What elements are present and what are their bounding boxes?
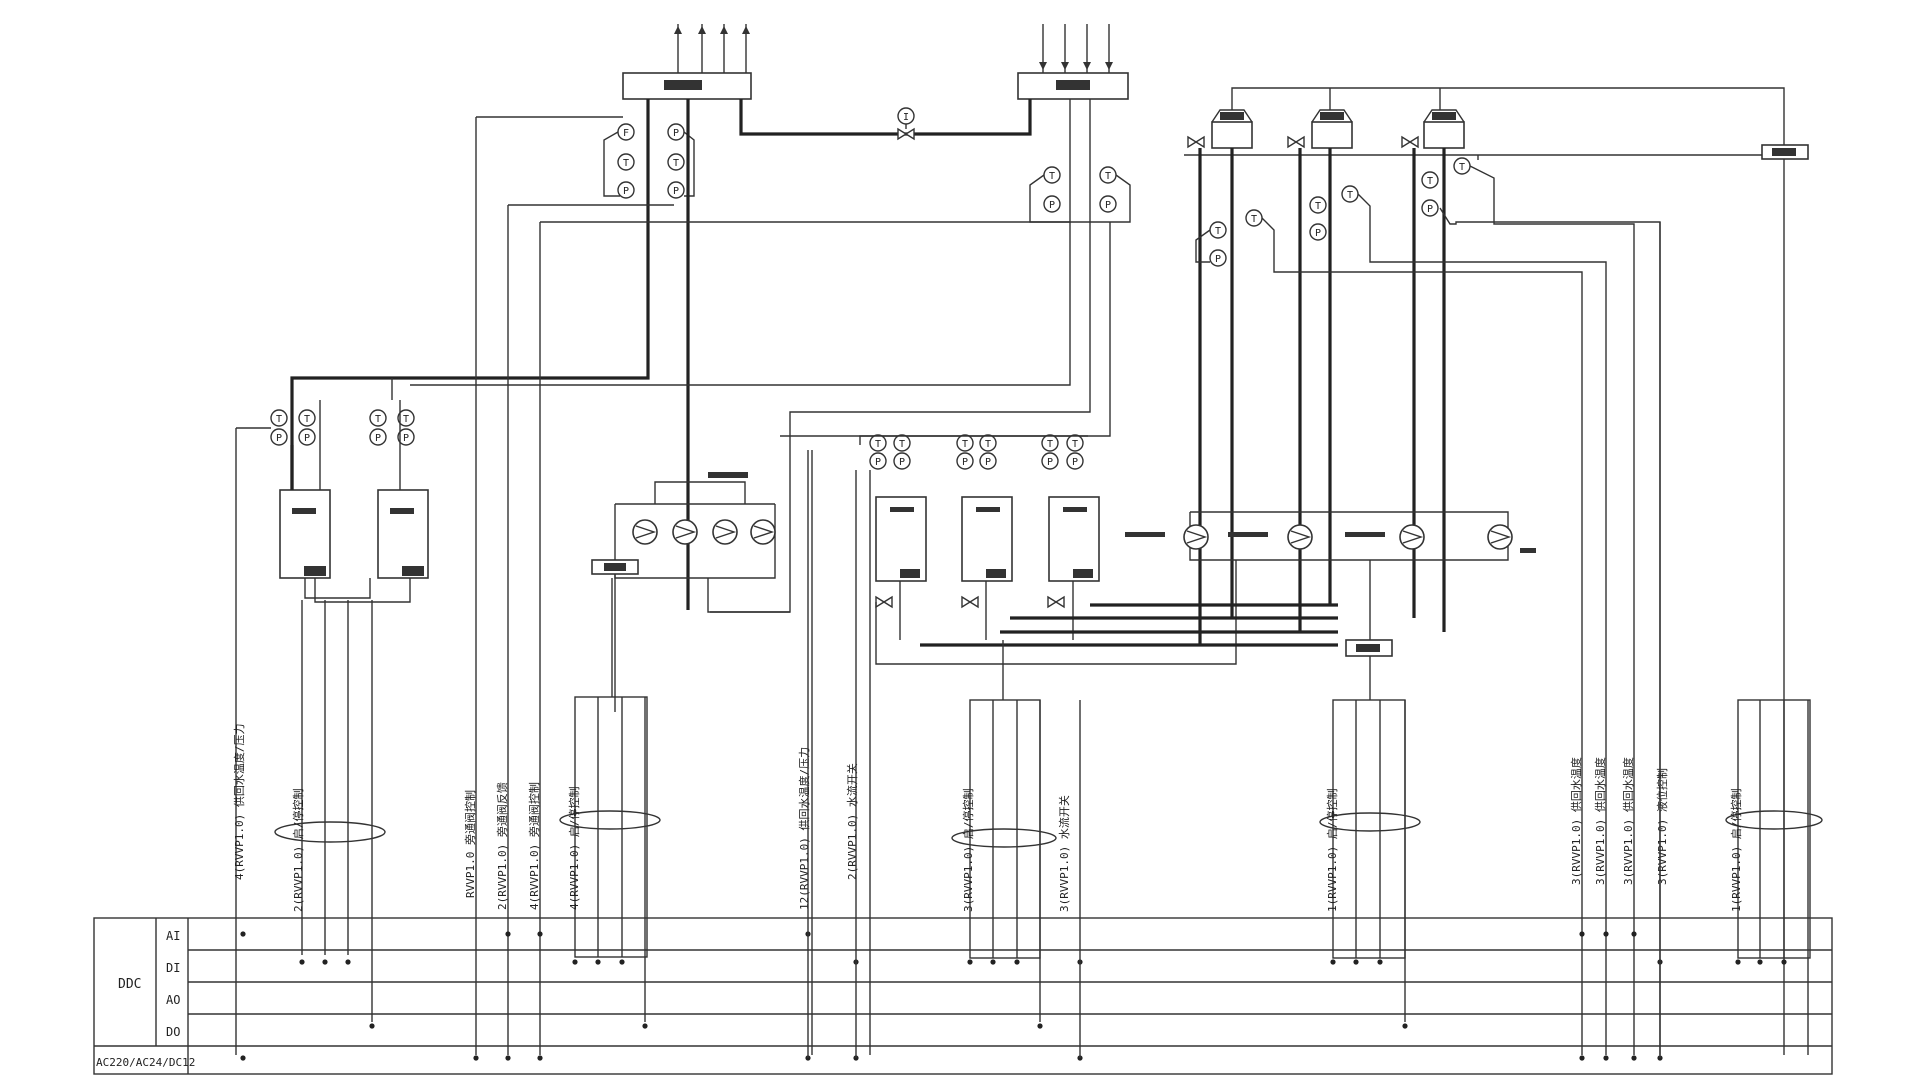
ddc-row-ao: AO <box>166 993 180 1007</box>
svg-text:T: T <box>1347 190 1353 201</box>
cable-label: 3(RVVP1.0) 液位控制 <box>1655 768 1669 885</box>
bundle-primary-pumps <box>559 696 661 1022</box>
cable-label: 4(RVVP1.0) 旁通阀控制 <box>527 782 541 910</box>
svg-text:I: I <box>903 112 909 123</box>
svg-text:T: T <box>1215 226 1221 237</box>
svg-text:T: T <box>673 158 679 169</box>
cable-label: 4(RVVP1.0) 供回水温度/压力 <box>232 724 246 880</box>
cooling-tower-group: T T P T T P T T P <box>1184 87 1809 1055</box>
cable-label: 3(RVVP1.0) 启/停控制 <box>961 789 975 912</box>
svg-text:P: P <box>985 457 991 468</box>
cable-label: 1(RVVP1.0) 启/停控制 <box>1325 789 1339 912</box>
svg-text:T: T <box>899 439 905 450</box>
svg-text:P: P <box>899 457 905 468</box>
svg-text:P: P <box>1047 457 1053 468</box>
cable-label: 3(RVVP1.0) 供回水温度 <box>1569 757 1583 885</box>
svg-text:P: P <box>962 457 968 468</box>
svg-text:P: P <box>1072 457 1078 468</box>
condenser-water-pipes <box>920 603 1338 647</box>
bundle-cooling-towers <box>1725 699 1823 1055</box>
ddc-controller-panel: DDC AI DI AO DO AC220/AC24/DC12 <box>93 917 1833 1075</box>
svg-text:P: P <box>623 186 629 197</box>
svg-text:P: P <box>673 128 679 139</box>
svg-text:P: P <box>1105 200 1111 211</box>
svg-text:T: T <box>985 439 991 450</box>
cable-label: RVVP1.0 旁通阀控制 <box>463 790 477 898</box>
cable-label: 3(RVVP1.0) 供回水温度 <box>1593 757 1607 885</box>
bundle-condenser-pumps <box>1319 699 1421 1022</box>
svg-text:T: T <box>1049 171 1055 182</box>
terminal-points <box>240 931 1787 1061</box>
cable-label: 1(RVVP1.0) 启/停控制 <box>1729 789 1743 912</box>
ddc-row-di: DI <box>166 961 180 975</box>
svg-text:T: T <box>1072 439 1078 450</box>
cable-label: 4(RVVP1.0) 启/停控制 <box>567 787 581 910</box>
supply-main-pipe <box>290 99 650 570</box>
svg-text:T: T <box>1459 162 1465 173</box>
svg-text:T: T <box>276 414 282 425</box>
ddc-power-label: AC220/AC24/DC12 <box>96 1056 195 1069</box>
ddc-label: DDC <box>118 977 141 992</box>
cable-bundles <box>274 578 1823 1055</box>
pump-group-condenser <box>1125 511 1536 700</box>
cable-label: 12(RVVP1.0) 供回水温度/压力 <box>797 747 811 910</box>
ddc-row-ai: AI <box>166 929 180 943</box>
svg-text:T: T <box>1105 171 1111 182</box>
ddc-row-do: DO <box>166 1025 180 1039</box>
svg-text:P: P <box>1315 228 1321 239</box>
svg-text:P: P <box>403 433 409 444</box>
cable-label: 3(RVVP1.0) 水流开关 <box>1057 795 1071 912</box>
bundle-heat-exchanger <box>274 578 386 1022</box>
svg-text:T: T <box>304 414 310 425</box>
svg-text:P: P <box>276 433 282 444</box>
chiller-group: T T T T T T P P P P P P <box>811 434 1237 1055</box>
cable-label: 3(RVVP1.0) 供回水温度 <box>1621 757 1635 885</box>
svg-text:T: T <box>1251 214 1257 225</box>
svg-text:T: T <box>375 414 381 425</box>
cable-label: 2(RVVP1.0) 启/停控制 <box>291 789 305 912</box>
svg-text:P: P <box>1215 254 1221 265</box>
svg-text:P: P <box>875 457 881 468</box>
svg-text:P: P <box>1427 204 1433 215</box>
svg-text:T: T <box>1315 201 1321 212</box>
svg-text:P: P <box>304 433 310 444</box>
cable-label-list: 4(RVVP1.0) 供回水温度/压力 2(RVVP1.0) 启/停控制 RVV… <box>232 724 1743 912</box>
cable-label: 2(RVVP1.0) 水流开关 <box>845 763 859 880</box>
heat-exchanger-group: T T P P T T P P <box>235 378 429 1055</box>
return-header-sensors: T T P P <box>1029 166 1131 223</box>
bypass-meter-icon <box>897 107 915 125</box>
return-water-header <box>1017 24 1129 100</box>
pump-group-primary <box>591 472 790 712</box>
svg-text:T: T <box>962 439 968 450</box>
svg-text:F: F <box>623 128 629 139</box>
svg-text:P: P <box>375 433 381 444</box>
signal-drops <box>807 222 1661 1058</box>
svg-text:T: T <box>1427 176 1433 187</box>
svg-text:T: T <box>403 414 409 425</box>
supply-header-sensors: F P T T P P <box>603 123 695 199</box>
bundle-chillers <box>951 640 1057 1022</box>
header-bypass: I <box>739 99 1032 140</box>
svg-text:P: P <box>1049 200 1055 211</box>
supply-water-header <box>622 24 752 100</box>
cable-label: 2(RVVP1.0) 旁通阀反馈 <box>495 782 509 910</box>
svg-text:T: T <box>875 439 881 450</box>
svg-text:T: T <box>623 158 629 169</box>
svg-text:T: T <box>1047 439 1053 450</box>
svg-text:P: P <box>673 186 679 197</box>
